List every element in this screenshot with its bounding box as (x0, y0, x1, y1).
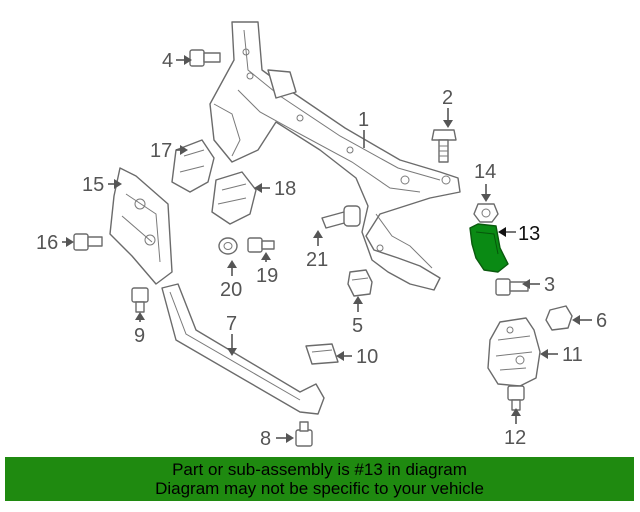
part-3-bolt (495, 278, 529, 296)
part-16-bolt (73, 233, 103, 251)
callout-14: 14 (474, 161, 496, 183)
part-15-panel (109, 167, 173, 285)
part-17-bracket (171, 139, 215, 193)
part-18-bracket (211, 171, 257, 225)
callout-19: 19 (256, 265, 278, 287)
callout-9: 9 (134, 325, 145, 347)
part-8-bolt (295, 421, 313, 447)
callout-18: 18 (274, 178, 296, 200)
callout-5: 5 (352, 315, 363, 337)
callout-8: 8 (260, 428, 271, 450)
part-12-bolt (507, 385, 525, 411)
part-21-mount (321, 205, 361, 229)
part-7-deflector (161, 283, 325, 415)
part-9-bolt (131, 287, 149, 313)
callout-20: 20 (220, 279, 242, 301)
part-2-bolt (431, 129, 457, 163)
part-10-clip (305, 343, 339, 365)
parts-diagram: 1 2 3 4 5 6 7 8 9 10 11 12 13 14 15 16 1… (36, 21, 607, 450)
part-4-bolt (189, 49, 221, 67)
info-banner: Part or sub-assembly is #13 in diagram D… (5, 457, 634, 501)
callout-21: 21 (306, 249, 328, 271)
callout-16: 16 (36, 232, 58, 254)
banner-line-1: Part or sub-assembly is #13 in diagram (172, 460, 467, 479)
callout-10: 10 (356, 346, 378, 368)
part-14-nut (473, 203, 499, 223)
callout-12: 12 (504, 427, 526, 449)
part-5-clip (347, 269, 373, 297)
leader-lines (62, 55, 592, 443)
callout-1: 1 (358, 109, 369, 131)
part-13-bracket (469, 223, 509, 273)
part-6-clip (545, 305, 573, 331)
callout-17: 17 (150, 140, 172, 162)
callout-4: 4 (162, 50, 173, 72)
callout-15: 15 (82, 174, 104, 196)
part-19-bolt (247, 237, 275, 253)
callout-7: 7 (226, 313, 237, 335)
callout-6: 6 (596, 310, 607, 332)
callout-13: 13 (518, 223, 540, 245)
part-1-radiator-support (209, 21, 461, 291)
banner-line-2: Diagram may not be specific to your vehi… (155, 479, 484, 498)
part-20-bushing (218, 237, 238, 255)
callout-labels: 1 2 3 4 5 6 7 8 9 10 11 12 13 14 15 16 1… (36, 50, 607, 450)
part-11-latch (487, 317, 541, 387)
callout-3: 3 (544, 274, 555, 296)
callout-11: 11 (562, 344, 583, 366)
callout-2: 2 (442, 87, 453, 109)
